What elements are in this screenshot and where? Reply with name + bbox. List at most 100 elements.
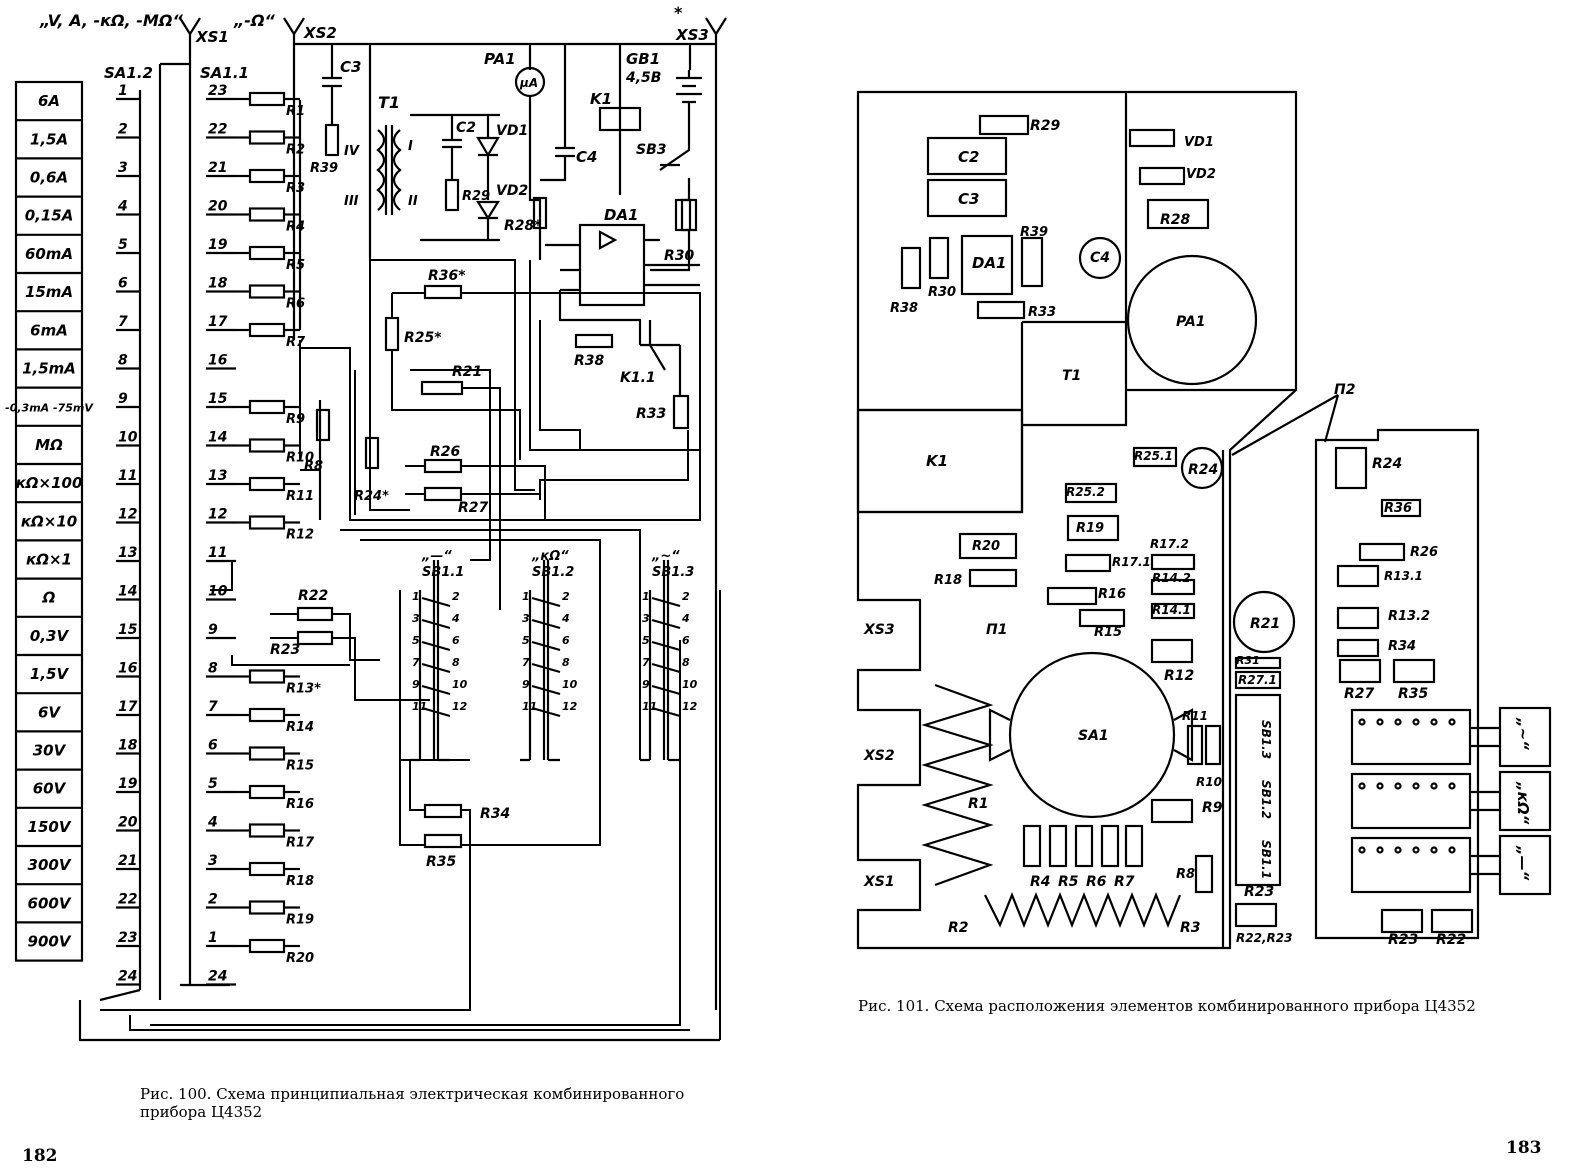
component-label: R34 bbox=[1388, 639, 1416, 654]
component-label: R26 bbox=[1410, 545, 1438, 560]
component-label: R25.1 bbox=[1134, 449, 1173, 463]
sa12-contact-label: 5 bbox=[118, 237, 128, 253]
component-blocks bbox=[856, 114, 1474, 934]
sa12-contact-label: 19 bbox=[118, 776, 138, 792]
button-pin-label: 3 bbox=[642, 612, 650, 625]
resistor-pad bbox=[1022, 824, 1042, 868]
resistor-label: R23 bbox=[270, 642, 300, 658]
component-block bbox=[958, 532, 1018, 560]
circuit-diagram: „V, A, -кΩ, -MΩ“ XS1 „-Ω“ XS2 XS3 * 6A1,… bbox=[5, 3, 727, 1042]
terminal-pin bbox=[1358, 846, 1366, 854]
component-block bbox=[928, 236, 950, 280]
button-pin-label: 5 bbox=[412, 634, 420, 647]
resistor-label: R38 bbox=[574, 353, 605, 369]
resistor-label: R6 bbox=[286, 297, 305, 312]
sa12-contact-label: 16 bbox=[118, 661, 138, 677]
component-label: R19 bbox=[1076, 521, 1104, 536]
sb-label-lead bbox=[1470, 790, 1500, 812]
board-p1-outline bbox=[856, 90, 1298, 950]
component-label: C2 bbox=[958, 148, 979, 166]
terminal-pin bbox=[1358, 782, 1366, 790]
component-block bbox=[926, 136, 1008, 176]
r25-resistor-icon bbox=[384, 316, 400, 352]
button-pin-label: 8 bbox=[682, 656, 690, 669]
component-label: R17.2 bbox=[1150, 537, 1189, 551]
component-block bbox=[1186, 724, 1204, 766]
button-contact bbox=[531, 640, 561, 652]
component-label: R16 bbox=[1098, 587, 1126, 602]
sa11-label: SA1.1 bbox=[200, 64, 249, 82]
vd1-diode-icon bbox=[476, 115, 500, 200]
gb1-label: GB1 bbox=[626, 50, 660, 68]
component-label: XS3 bbox=[863, 622, 895, 638]
r1-coil bbox=[921, 683, 994, 887]
sa12-contact-label: 21 bbox=[118, 853, 137, 869]
component-block bbox=[1132, 446, 1178, 468]
component-label: R29 bbox=[1030, 118, 1061, 134]
sb-side-label: „—“ bbox=[1514, 845, 1532, 881]
button-strip-label: SB1.1 bbox=[1259, 840, 1273, 879]
k1-label: K1 bbox=[590, 90, 612, 108]
resistor-icon bbox=[248, 784, 286, 800]
range-label: 6V bbox=[38, 703, 61, 721]
sa12-contact-label: 3 bbox=[118, 160, 128, 176]
resistor-label: R28* bbox=[504, 218, 542, 234]
sb-terminal-group bbox=[1350, 772, 1472, 830]
button-caption: „кΩ“ bbox=[531, 549, 569, 564]
sa11-contact-label: 12 bbox=[208, 507, 227, 523]
resistor-icon bbox=[248, 322, 286, 338]
sa11-contact-label: 6 bbox=[208, 738, 218, 754]
sb-label-frame bbox=[1498, 770, 1552, 832]
winding-iii-label: III bbox=[344, 194, 359, 209]
page-number-right: 183 bbox=[1506, 1138, 1542, 1158]
r24-trimmer-outline bbox=[1180, 446, 1224, 490]
button-contact bbox=[651, 684, 681, 696]
resistor-label: R27 bbox=[458, 500, 489, 516]
button-pin-label: 7 bbox=[522, 656, 530, 669]
resistor-icon bbox=[248, 476, 286, 492]
resistor-label: R39 bbox=[310, 161, 338, 176]
button-caption: „~“ bbox=[651, 549, 680, 564]
button-pin-label: 4 bbox=[681, 612, 690, 625]
r24-resistor-icon bbox=[364, 436, 380, 470]
component-label: XS2 bbox=[863, 748, 895, 764]
sa11-contact-label: 23 bbox=[208, 83, 227, 99]
button-pin-label: 7 bbox=[642, 656, 650, 669]
resistor-label: R1 bbox=[286, 104, 305, 119]
xs3-asterisk: * bbox=[674, 3, 683, 22]
button-caption: „—“ bbox=[421, 549, 452, 564]
resistor-icon bbox=[248, 861, 286, 877]
button-plunger-icon bbox=[640, 560, 680, 762]
resistor-pad bbox=[1150, 638, 1194, 664]
component-label: R23 bbox=[1388, 932, 1418, 948]
r26-resistor-icon bbox=[423, 458, 463, 474]
button-pin-label: 11 bbox=[642, 700, 657, 713]
da1-triangle-icon bbox=[598, 230, 618, 250]
resistor-label: R35 bbox=[426, 854, 457, 870]
pa1-meter-outline bbox=[1126, 254, 1258, 386]
component-label: R22,R23 bbox=[1236, 931, 1292, 945]
resistor-label: R13* bbox=[286, 682, 321, 697]
component-label: XS1 bbox=[863, 874, 895, 890]
component-label: П2 bbox=[1334, 382, 1355, 398]
resistor-icon bbox=[248, 399, 286, 415]
range-label: 1,5mA bbox=[22, 360, 76, 378]
terminal-pin bbox=[1376, 718, 1384, 726]
resistor-label: R20 bbox=[286, 951, 314, 966]
range-label: -0,3mA -75mV bbox=[5, 402, 94, 415]
range-label: 15mA bbox=[25, 283, 73, 301]
r28-resistor-icon bbox=[532, 196, 548, 230]
component-label: R30 bbox=[928, 285, 956, 300]
resistor-label: R33 bbox=[636, 406, 666, 422]
winding-iv-label: IV bbox=[344, 144, 360, 159]
component-label: R2 bbox=[948, 920, 969, 936]
resistor-icon bbox=[248, 938, 286, 954]
component-block bbox=[1358, 542, 1406, 562]
component-label: R7 bbox=[1114, 874, 1135, 890]
k11-label: K1.1 bbox=[620, 370, 656, 386]
sa11-contact-label: 7 bbox=[208, 699, 218, 715]
terminal-pin bbox=[1448, 718, 1456, 726]
resistor-icon bbox=[248, 130, 286, 145]
r30-resistor-icon bbox=[674, 198, 692, 232]
